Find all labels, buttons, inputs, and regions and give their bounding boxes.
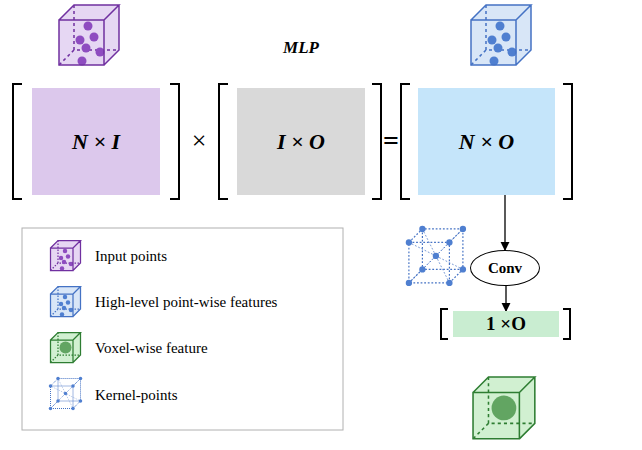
- node-text: Conv: [488, 260, 522, 277]
- input-points-cube: [59, 5, 119, 66]
- legend-icon: [51, 287, 81, 317]
- legend-icon: [51, 241, 81, 271]
- times-sign: ×: [192, 126, 207, 156]
- mlp-label: MLP: [283, 38, 319, 58]
- node-text: I × O: [277, 129, 325, 155]
- matrix-box: I × O: [237, 88, 365, 195]
- voxel-cube: [473, 377, 535, 439]
- legend-icon: [49, 377, 83, 411]
- legend-text: Kernel-points: [95, 387, 177, 404]
- flow-arrow: [504, 195, 505, 250]
- node-text: N × I: [72, 129, 120, 155]
- node-text: 1 ×O: [486, 313, 526, 335]
- equals-sign: =: [383, 125, 399, 157]
- kernel-points-cube: [406, 226, 466, 286]
- legend-text: High-level point-wise features: [95, 294, 277, 311]
- feature-cube: [471, 5, 531, 66]
- legend-text: Voxel-wise feature: [95, 340, 208, 357]
- matrix-box: N × O: [418, 88, 555, 195]
- legend-text: Input points: [95, 248, 167, 265]
- conv-ellipse: Conv: [470, 250, 540, 286]
- result-bar: 1 ×O: [453, 311, 559, 337]
- legend-icon: [51, 333, 81, 363]
- matrix-box: N × I: [32, 88, 160, 195]
- node-text: N × O: [459, 129, 514, 155]
- flow-arrow: [505, 286, 506, 311]
- legend-frame: [22, 228, 343, 430]
